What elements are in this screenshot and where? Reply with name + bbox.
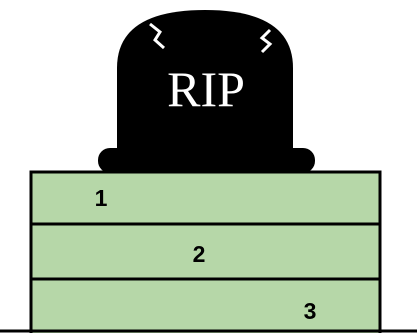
tombstone-crack-right [259,28,273,54]
tombstone: RIP [98,10,315,173]
tombstone-epitaph: RIP [167,61,245,117]
layer-3-block [29,277,382,333]
layer-stack: 1 2 3 [29,170,382,333]
tombstone-base [98,148,315,173]
layer-2: 2 [29,222,382,281]
layer-1: 1 [29,170,382,226]
layer-1-block [29,170,382,226]
tombstone-crack-left [149,22,165,50]
layer-2-block [29,222,382,281]
layer-1-label: 1 [95,185,108,211]
layer-3: 3 [29,277,382,333]
layer-2-label: 2 [193,241,206,267]
layer-3-label: 3 [304,298,317,324]
